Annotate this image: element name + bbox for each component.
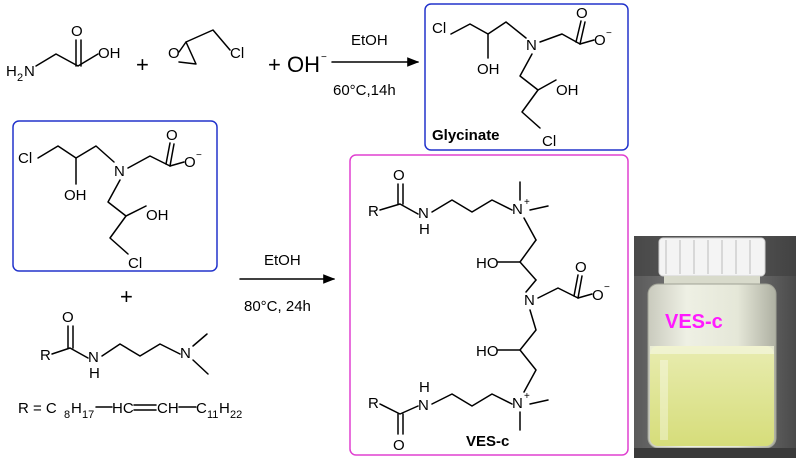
glycinate-top-cl-bottom: Cl — [542, 133, 556, 150]
glycinate-top-o-anion: O — [594, 32, 606, 49]
ves-top-o: O — [393, 167, 405, 184]
ves-c-product-box — [349, 154, 629, 456]
glycinate-top-cl-top: Cl — [432, 20, 446, 37]
glycinate-top-n: N — [526, 37, 537, 54]
amine-nh-n: N — [88, 349, 99, 366]
r-def-prefix: R = C — [18, 400, 57, 417]
amine-n: N — [180, 345, 191, 362]
ves-top-r: R — [368, 203, 379, 220]
ves-o-carbonyl: O — [575, 259, 587, 276]
r-def-c8-sub: 8 — [64, 409, 70, 421]
plus-sign-1: + — [136, 52, 149, 77]
svg-text:R = C: R = C — [18, 400, 57, 417]
arrow1-solvent: EtOH — [351, 32, 388, 49]
r-def-h22: H — [219, 400, 230, 417]
ves-bottom-n-plus: N — [512, 395, 523, 412]
amine-o: O — [62, 309, 74, 326]
glycinate-reactant-structure: Cl OH N O O − OH Cl — [18, 127, 202, 272]
arrow2-solvent: EtOH — [264, 252, 301, 269]
arrow2-conditions: 80°C, 24h — [244, 298, 311, 315]
hydroxide-plus-text: + OH — [268, 52, 320, 77]
ves-bottom-r: R — [368, 395, 379, 412]
glycinate-product-structure: Cl OH N O O − OH Cl — [432, 5, 612, 150]
glycinate-top-o-carbonyl: O — [576, 5, 588, 22]
glycine-molecule: H 2 N O OH — [6, 23, 121, 84]
glycinate-label: Glycinate — [432, 127, 500, 144]
ves-bottom-o: O — [393, 437, 405, 454]
hydroxide-charge: − — [321, 52, 327, 63]
r-def-c11: C — [196, 400, 207, 417]
ves-bottom-n: N — [418, 397, 429, 414]
ves-o-anion: O — [592, 287, 604, 304]
arrow1-conditions: 60°C,14h — [333, 82, 396, 99]
amidoamine-molecule: O R N H N — [40, 309, 209, 382]
ves-top-n: N — [418, 205, 429, 222]
epichlorohydrin-molecule: O Cl — [168, 29, 244, 65]
glycinate-product-box — [424, 3, 629, 151]
glycinate-left-cl-top: Cl — [18, 150, 32, 167]
glycinate-left-o-anion: O — [184, 154, 196, 171]
epoxide-o: O — [168, 45, 180, 62]
ves-c-label: VES-c — [466, 433, 509, 450]
glycine-h: H — [6, 63, 17, 80]
ves-top-n-plus: N — [512, 201, 523, 218]
glycinate-left-n: N — [114, 163, 125, 180]
r-group-definition: R = C 8 H 17 HC CH C 11 H 22 — [18, 400, 242, 421]
r-def-h17-sub: 17 — [82, 409, 94, 421]
glycinate-left-o-carbonyl: O — [166, 127, 178, 144]
r-def-h22-sub: 22 — [230, 409, 242, 421]
glycinate-top-oh-left: OH — [477, 61, 500, 78]
glycine-o: O — [71, 23, 83, 40]
glycine-oh: OH — [98, 45, 121, 62]
glycinate-left-o-charge: − — [196, 150, 202, 161]
glycinate-top-o-charge: − — [606, 28, 612, 39]
vial-photo: VES-c — [634, 236, 796, 458]
glycinate-top-oh-right: OH — [556, 82, 579, 99]
amine-nh-h: H — [89, 365, 100, 382]
ves-top-plus: + — [524, 197, 530, 208]
ves-c-structure: O R N H N + HO N O O − HO N + — [368, 167, 610, 454]
epichlorohydrin-cl: Cl — [230, 45, 244, 62]
glycinate-reactant-box — [12, 120, 218, 272]
glycinate-left-cl-bottom: Cl — [128, 255, 142, 272]
reaction-arrow-1: EtOH 60°C,14h — [331, 32, 420, 99]
r-def-h17: H — [71, 400, 82, 417]
ves-bottom-h: H — [419, 379, 430, 396]
vial-liquid — [650, 346, 774, 446]
r-def-hc: HC — [112, 400, 134, 417]
reaction-arrow-2: EtOH 80°C, 24h — [239, 252, 336, 315]
glycine-n: N — [24, 63, 35, 80]
glycinate-left-oh-right: OH — [146, 207, 169, 224]
ves-bottom-plus: + — [524, 391, 530, 402]
glycine-h-sub: 2 — [17, 72, 23, 84]
r-def-ch: CH — [157, 400, 179, 417]
vial-label: VES-c — [665, 311, 723, 333]
ves-o-charge: − — [604, 282, 610, 293]
glycinate-left-oh-left: OH — [64, 187, 87, 204]
ves-top-h: H — [419, 221, 430, 238]
ves-center-n: N — [524, 292, 535, 309]
ves-lower-ho: HO — [476, 343, 499, 360]
ves-upper-ho: HO — [476, 255, 499, 272]
amine-r: R — [40, 347, 51, 364]
r-def-c11-sub: 11 — [207, 409, 218, 421]
plus-sign-2: + — [120, 284, 133, 309]
